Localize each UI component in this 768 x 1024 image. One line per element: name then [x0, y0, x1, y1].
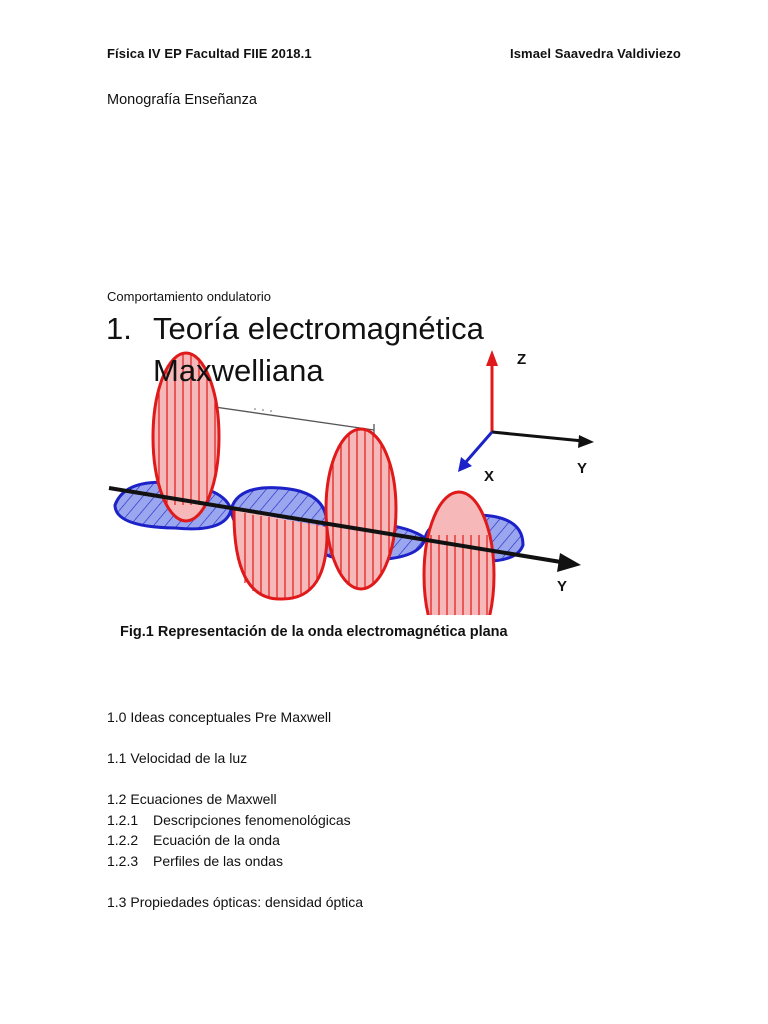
toc-text-1-2-1: Descripciones fenomenológicas — [153, 811, 351, 828]
em-wave-figure: Y Z Y X — [108, 350, 594, 615]
toc-item-1-2-1: 1.2.1 Descripciones fenomenológicas — [107, 810, 363, 831]
document-subtitle: Monografía Enseñanza — [107, 92, 257, 108]
toc-item-1-3: 1.3 Propiedades ópticas: densidad óptica — [107, 893, 364, 910]
table-of-contents: 1.0 Ideas conceptuales Pre Maxwell 1.1 V… — [107, 707, 363, 912]
chapter-heading: 1. Teoría electromagnética Maxwelliana — [106, 308, 484, 392]
toc-item-1-2-3: 1.2.3 Perfiles de las ondas — [107, 851, 363, 872]
chapter-heading-line1: 1. Teoría electromagnética — [106, 308, 484, 350]
axis-label-x: X — [484, 468, 494, 485]
header-course: Física IV EP Facultad FIIE 2018.1 — [107, 46, 312, 61]
axis-label-z: Z — [517, 351, 526, 368]
toc-item-1-0: 1.0 Ideas conceptuales Pre Maxwell — [107, 709, 332, 725]
coordinate-axes: Z Y X — [458, 350, 594, 485]
figure-caption: Fig.1 Representación de la onda electrom… — [120, 624, 508, 640]
toc-text-1-2-3: Perfiles de las ondas — [153, 852, 283, 869]
header-author: Ismael Saavedra Valdiviezo — [510, 46, 681, 61]
chapter-title-line2: Maxwelliana — [153, 353, 324, 388]
toc-item-1-2-2: 1.2.2 Ecuación de la onda — [107, 830, 363, 851]
toc-item-1-2: 1.2 Ecuaciones de Maxwell — [107, 791, 277, 807]
toc-number-1-2-3: 1.2.3 — [107, 852, 139, 869]
toc-text-1-2-2: Ecuación de la onda — [153, 832, 280, 848]
toc-number-1-2-1: 1.2.1 — [107, 811, 139, 828]
chapter-title-line1: Teoría electromagnética — [153, 311, 484, 346]
axis-label-y-small: Y — [577, 460, 587, 477]
toc-item-1-1: 1.1 Velocidad de la luz — [107, 750, 248, 766]
propagation-axis: Y — [108, 486, 581, 595]
axis-label-y-main: Y — [557, 578, 567, 595]
toc-number-1-2-2: 1.2.2 — [107, 832, 139, 848]
section-label: Comportamiento ondulatorio — [107, 289, 272, 304]
chapter-number: 1. — [106, 311, 132, 346]
